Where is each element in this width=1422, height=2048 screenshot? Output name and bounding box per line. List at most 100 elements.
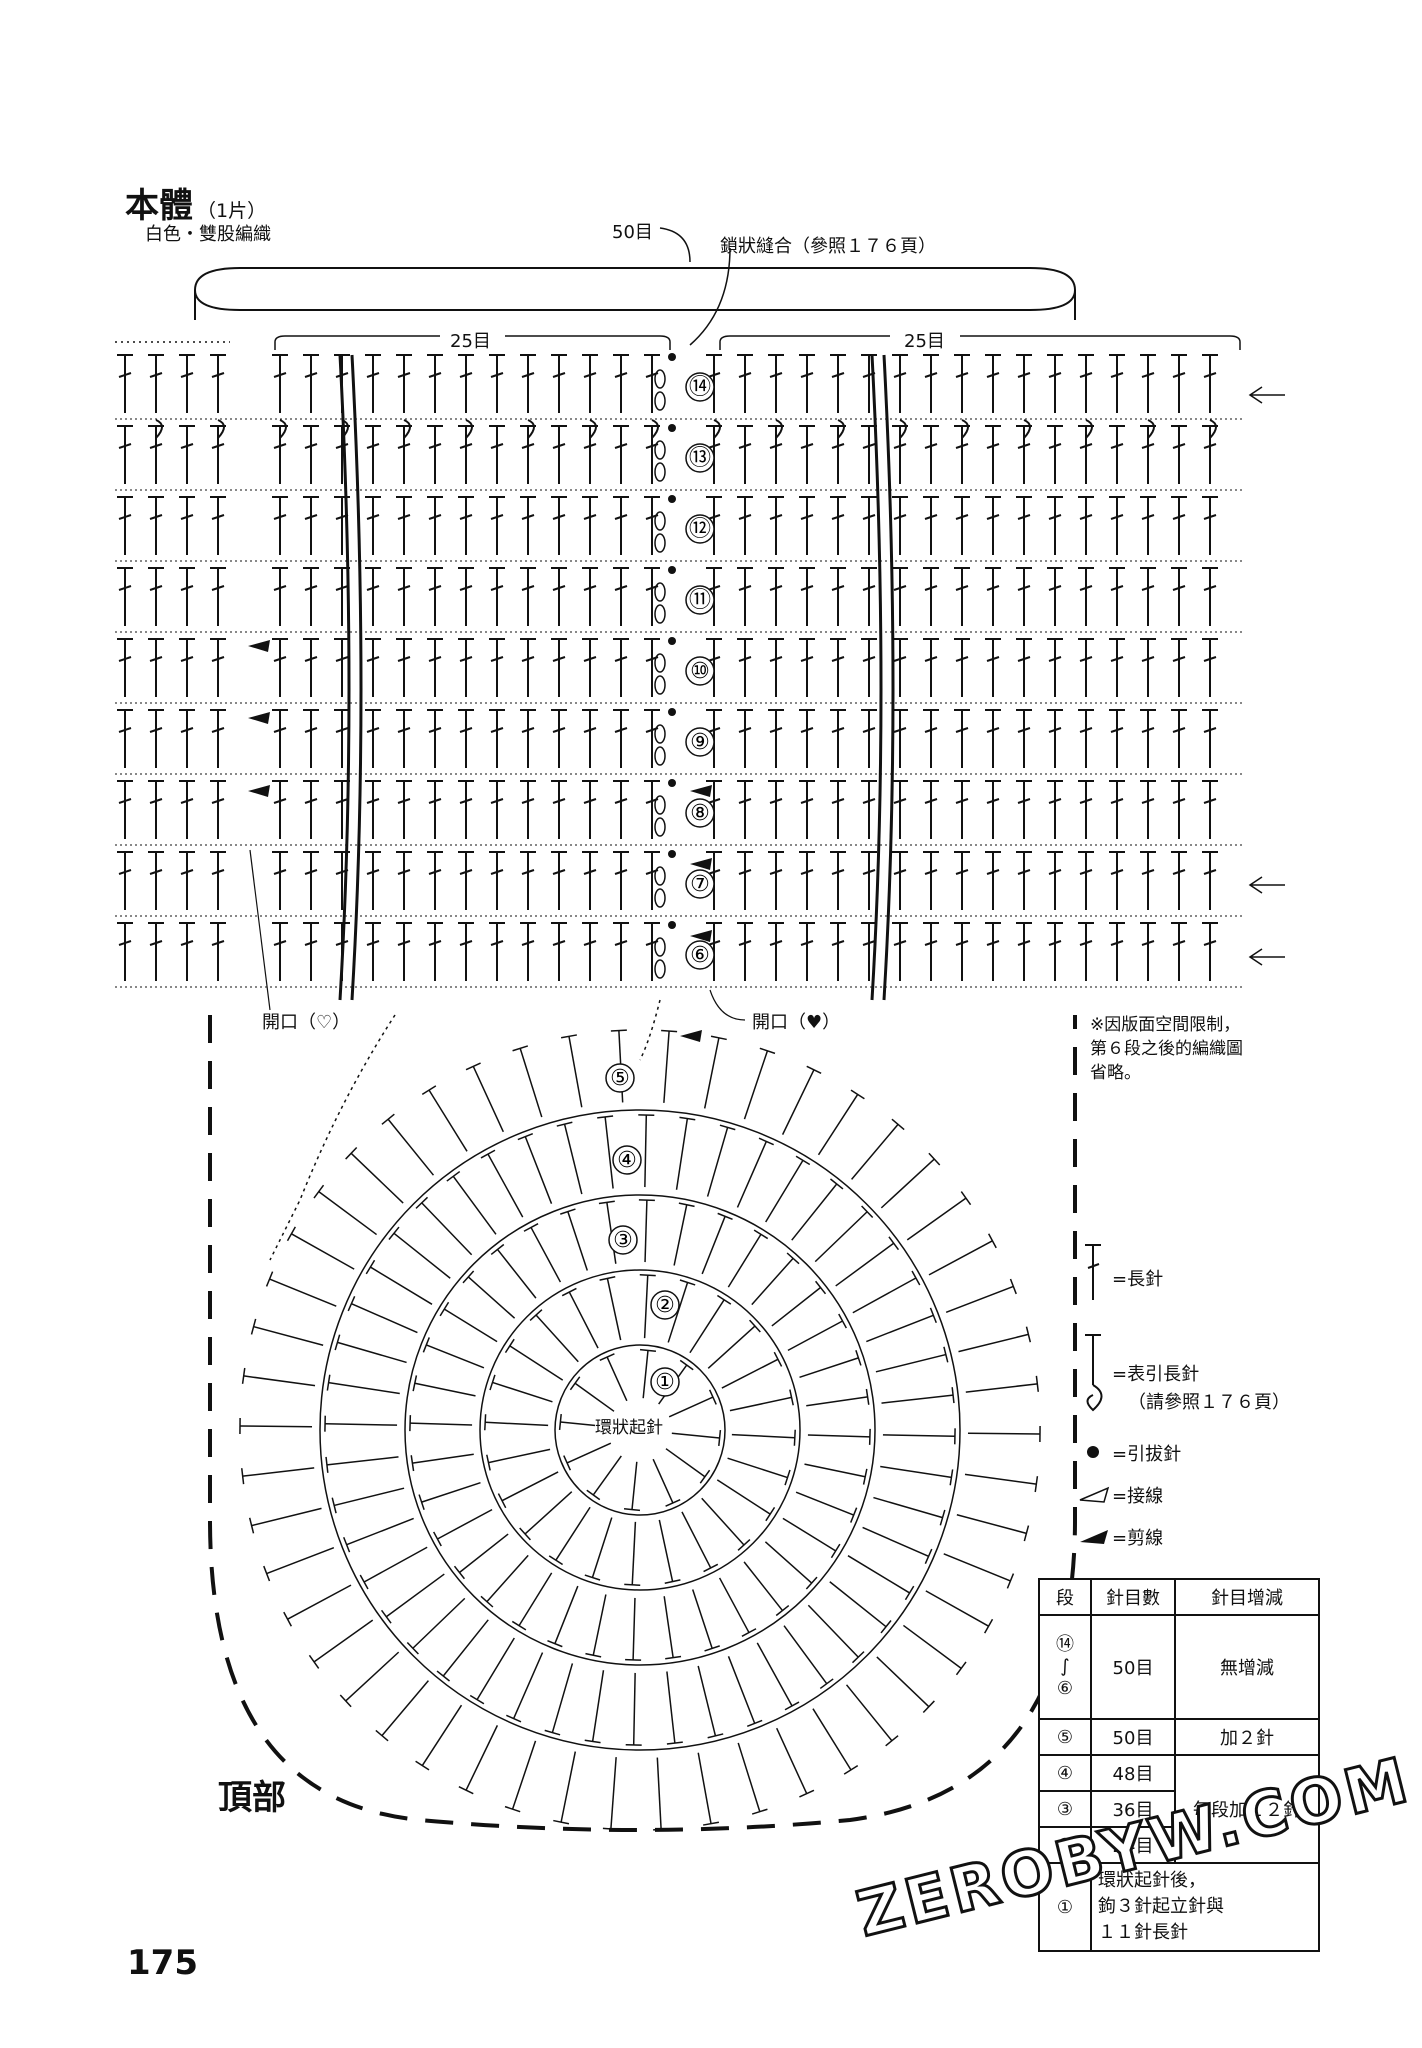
- row-direction-arrow: [1250, 387, 1285, 403]
- table-header: 針目增減: [1175, 1579, 1319, 1615]
- edge-line: [872, 355, 881, 1000]
- round-stitch: [531, 1227, 560, 1282]
- round-stitch: [653, 1459, 673, 1503]
- round-stitch: [347, 1518, 414, 1544]
- round-stitch-top: [267, 1272, 273, 1287]
- round-stitch: [880, 1467, 951, 1478]
- slip-stitch-dot: [668, 495, 676, 503]
- round-stitch: [783, 1518, 836, 1551]
- table-cell: 無增減: [1175, 1615, 1319, 1719]
- round-stitch-top: [956, 1662, 966, 1675]
- round-stitch: [351, 1153, 403, 1203]
- round-stitch: [422, 1705, 461, 1765]
- round-stitch: [605, 1117, 613, 1189]
- round-stitch: [722, 1359, 778, 1388]
- slip-stitch-dot: [668, 850, 676, 858]
- round-stitch: [514, 1653, 543, 1719]
- round-stitch-top: [718, 1213, 733, 1219]
- round-stitch: [370, 1267, 432, 1304]
- table-header: 段: [1039, 1579, 1091, 1615]
- opening-white-label: 開口（♡）: [262, 1008, 350, 1034]
- round-stitch: [633, 1598, 635, 1660]
- seam-label: 鎖狀縫合（參照１７６頁）: [720, 232, 936, 258]
- round-stitch-top: [459, 1787, 473, 1794]
- round-stitch: [728, 1234, 761, 1287]
- round-stitch: [800, 1358, 859, 1377]
- round-stitch: [569, 1292, 598, 1348]
- slip-stitch-dot: [668, 637, 676, 645]
- chain-stitch: [655, 463, 665, 481]
- round-stitch: [903, 1625, 961, 1668]
- round-stitch: [883, 1435, 955, 1436]
- legend-cut-text: =剪線: [1112, 1524, 1163, 1550]
- round-stitch-top: [985, 1619, 993, 1633]
- row-marker-text: ⑪: [689, 588, 711, 613]
- round-stitch: [327, 1457, 399, 1465]
- round-stitch: [944, 1554, 1011, 1581]
- round-stitch: [664, 1031, 669, 1103]
- round-stitch: [765, 1542, 811, 1583]
- round-stitch-top: [807, 1066, 821, 1073]
- round-stitch: [593, 1670, 604, 1741]
- round-stitch: [792, 1184, 837, 1240]
- round-stitch: [966, 1384, 1038, 1392]
- round-stitch: [525, 1137, 551, 1204]
- round-stitch: [848, 1556, 910, 1593]
- slip-stitch-dot: [668, 779, 676, 787]
- half-left-label: 25目: [446, 327, 495, 353]
- round-stitch: [240, 1426, 312, 1427]
- round-stitch-top: [661, 1030, 677, 1031]
- chain-stitch: [655, 747, 665, 765]
- round-stitch-top: [242, 1468, 244, 1484]
- round-stitch-top: [844, 1766, 858, 1774]
- round-stitch: [957, 1515, 1027, 1534]
- round-stitch: [863, 1527, 929, 1556]
- round-stitch: [717, 1480, 770, 1514]
- round-stitch: [784, 1626, 827, 1684]
- round-stitch: [664, 1596, 673, 1657]
- round-stitch: [561, 1752, 575, 1823]
- round-stitch-top: [376, 1730, 388, 1740]
- legend-fpdc-hook: [1088, 1385, 1102, 1410]
- round-stitch: [808, 1605, 858, 1657]
- round-stitch: [698, 1666, 715, 1736]
- opening-black-label: 開口（♥）: [752, 1008, 840, 1034]
- round-stitch: [488, 1154, 523, 1217]
- chain-stitch: [655, 796, 665, 814]
- round-stitch-top: [309, 1655, 318, 1668]
- round-stitch: [510, 1346, 563, 1380]
- round-stitch: [443, 1620, 488, 1676]
- row-direction-arrow: [1250, 949, 1285, 965]
- slip-stitch-dot: [668, 353, 676, 361]
- round-stitch: [334, 1488, 404, 1505]
- round-stitch-top: [547, 1641, 562, 1647]
- round-stitch: [847, 1685, 892, 1741]
- round-stitch-top: [624, 1584, 640, 1585]
- round-stitch: [667, 1672, 675, 1744]
- round-stitch: [657, 1758, 661, 1830]
- chain-stitch: [655, 583, 665, 601]
- cut-yarn-marker: [690, 785, 712, 797]
- round-stitch: [386, 1574, 444, 1617]
- round-stitch-top: [886, 1736, 898, 1746]
- round-stitch-top: [423, 1337, 429, 1352]
- round-stitch-top: [952, 1387, 954, 1403]
- round-stitch-top: [892, 1119, 904, 1129]
- round-stitch: [866, 1315, 933, 1341]
- chain-stitch: [655, 960, 665, 978]
- round-stitch: [413, 1598, 465, 1648]
- opening-dotted-path: [270, 1015, 395, 1260]
- round-stitch: [593, 1456, 621, 1495]
- round-marker-text: ①: [655, 1370, 675, 1395]
- round-stitch: [882, 1395, 954, 1403]
- round-stitch: [674, 1205, 687, 1266]
- round-stitch-top: [560, 1414, 562, 1430]
- round-stitch: [485, 1422, 548, 1425]
- round-stitch: [815, 1212, 867, 1262]
- round-stitch: [666, 1449, 705, 1477]
- edge-line: [352, 355, 361, 1000]
- round-stitch-top: [851, 1090, 864, 1099]
- round-stitch: [422, 1483, 481, 1502]
- round-stitch: [645, 1115, 646, 1187]
- round-stitch: [473, 1066, 503, 1131]
